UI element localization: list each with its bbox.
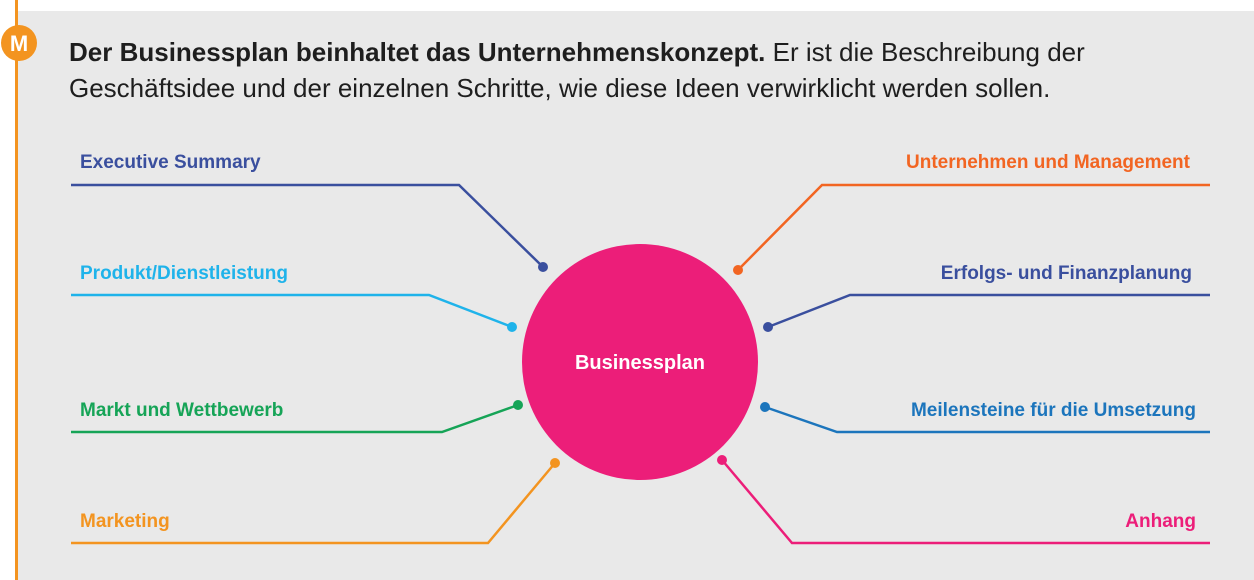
center-node xyxy=(522,244,758,480)
branch-line xyxy=(737,183,1210,271)
branch-label: Meilensteine für die Umsetzung xyxy=(911,400,1196,421)
branch-label: Marketing xyxy=(80,511,170,532)
branch-dot xyxy=(733,265,743,275)
branch-label: Erfolgs- und Finanzplanung xyxy=(941,263,1192,284)
m-logo-icon: M xyxy=(1,25,37,61)
branch-finanz: Erfolgs- und Finanzplanung xyxy=(763,263,1210,332)
branch-meilensteine: Meilensteine für die Umsetzung xyxy=(760,400,1210,434)
center-label: Businessplan xyxy=(575,352,705,374)
branch-line xyxy=(721,459,1210,545)
branch-dot xyxy=(550,458,560,468)
branch-produkt: Produkt/Dienstleistung xyxy=(71,263,517,332)
branch-markt: Markt und Wettbewerb xyxy=(71,400,523,434)
branch-label: Executive Summary xyxy=(80,152,261,173)
branch-label: Anhang xyxy=(1125,511,1196,532)
branch-label: Markt und Wettbewerb xyxy=(80,400,283,421)
branch-line xyxy=(71,403,519,434)
accent-rule xyxy=(15,0,18,580)
branch-label: Produkt/Dienstleistung xyxy=(80,263,288,284)
branch-dot xyxy=(513,400,523,410)
branch-anhang: Anhang xyxy=(717,455,1210,545)
branch-dot xyxy=(763,322,773,332)
branch-line xyxy=(767,293,1210,329)
branch-line xyxy=(764,405,1210,434)
branch-unternehmen: Unternehmen und Management xyxy=(733,152,1210,275)
branch-line xyxy=(71,183,544,268)
branch-executive-summary: Executive Summary xyxy=(71,152,548,272)
branch-dot xyxy=(717,455,727,465)
branch-dot xyxy=(538,262,548,272)
intro-text: Der Businessplan beinhaltet das Unterneh… xyxy=(69,34,1219,106)
intro-bold: Der Businessplan beinhaltet das Unterneh… xyxy=(69,37,766,67)
logo-letter: M xyxy=(10,31,28,56)
branch-dot xyxy=(507,322,517,332)
intro-rest: Er ist die Beschreibung der Geschäftside… xyxy=(69,37,1085,103)
branch-label: Unternehmen und Management xyxy=(906,152,1191,173)
branch-marketing: Marketing xyxy=(71,458,560,545)
branch-line xyxy=(71,293,513,329)
branch-line xyxy=(71,462,556,545)
branch-dot xyxy=(760,402,770,412)
